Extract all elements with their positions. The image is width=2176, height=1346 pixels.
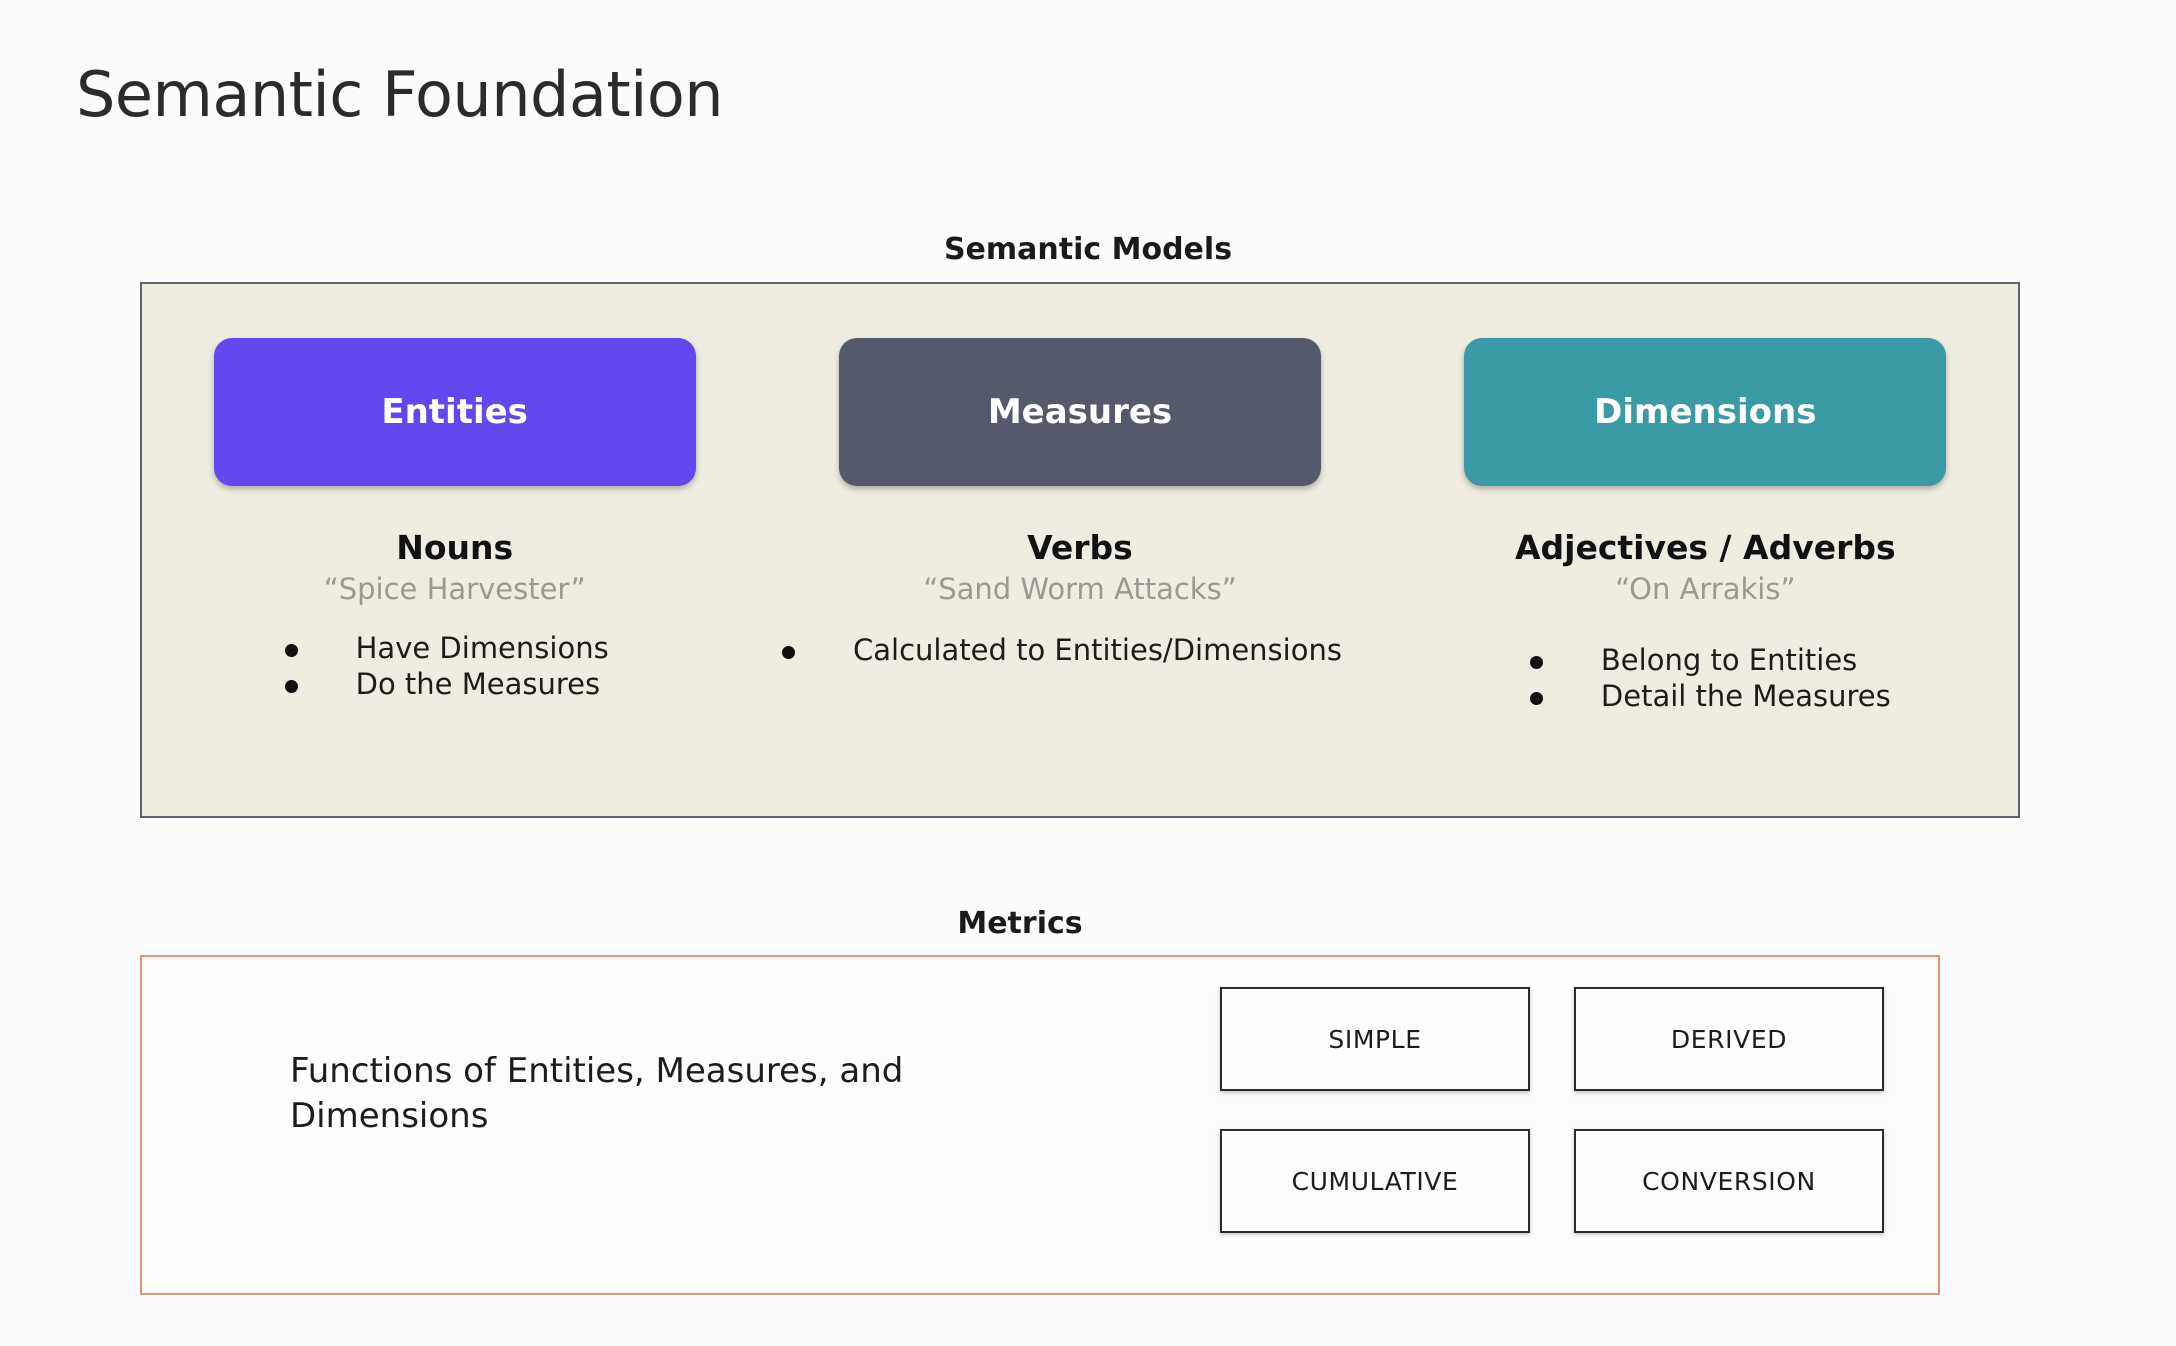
measures-bullet-list: Calculated to Entities/Dimensions <box>782 633 1342 670</box>
list-item: Do the Measures <box>284 666 609 702</box>
semantic-models-panel: Entities Nouns “Spice Harvester” Have Di… <box>140 282 2020 818</box>
list-item: Detail the Measures <box>1529 678 1891 714</box>
page-title: Semantic Foundation <box>76 58 724 131</box>
metric-type-derived[interactable]: DERIVED <box>1574 987 1884 1091</box>
measures-pill[interactable]: Measures <box>838 338 1321 486</box>
metrics-description: Functions of Entities, Measures, and Dim… <box>290 1051 904 1136</box>
dimensions-pill[interactable]: Dimensions <box>1464 338 1947 486</box>
metric-type-simple[interactable]: SIMPLE <box>1220 987 1530 1091</box>
list-item-label: Do the Measures <box>355 666 601 701</box>
bullet-dot-icon <box>782 646 796 659</box>
list-item-label: Belong to Entities <box>1600 643 1858 677</box>
measures-part-of-speech: Verbs <box>1027 528 1133 567</box>
bullet-dot-icon <box>284 644 298 657</box>
semantic-model-column-measures: Measures Verbs “Sand Worm Attacks” Calcu… <box>767 284 1392 670</box>
metric-type-cumulative[interactable]: CUMULATIVE <box>1220 1129 1530 1233</box>
entities-pill[interactable]: Entities <box>213 338 696 486</box>
list-item-label: Calculated to Entities/Dimensions <box>853 633 1342 667</box>
bullet-dot-icon <box>284 679 298 693</box>
semantic-model-column-entities: Entities Nouns “Spice Harvester” Have Di… <box>142 284 767 704</box>
semantic-model-column-dimensions: Dimensions Adjectives / Adverbs “On Arra… <box>1393 284 2018 716</box>
entities-bullet-list: Have Dimensions Do the Measures <box>284 631 609 704</box>
list-item-label: Have Dimensions <box>355 631 609 665</box>
bullet-dot-icon <box>1529 691 1543 705</box>
dimensions-example-quote: “On Arrakis” <box>1615 572 1796 606</box>
dimensions-part-of-speech: Adjectives / Adverbs <box>1514 528 1896 567</box>
list-item: Calculated to Entities/Dimensions <box>782 633 1342 668</box>
entities-example-quote: “Spice Harvester” <box>323 572 586 606</box>
list-item: Belong to Entities <box>1529 643 1891 678</box>
entities-part-of-speech: Nouns <box>396 528 514 567</box>
measures-example-quote: “Sand Worm Attacks” <box>923 572 1237 606</box>
dimensions-bullet-list: Belong to Entities Detail the Measures <box>1529 643 1891 716</box>
semantic-models-heading: Semantic Models <box>943 232 1233 267</box>
list-item-label: Detail the Measures <box>1600 678 1891 713</box>
metric-type-grid: SIMPLE DERIVED CUMULATIVE CONVERSION <box>1220 987 1884 1233</box>
metrics-heading: Metrics <box>957 906 1083 941</box>
metrics-panel: Functions of Entities, Measures, and Dim… <box>140 955 1940 1295</box>
list-item: Have Dimensions <box>284 631 609 666</box>
metric-type-conversion[interactable]: CONVERSION <box>1574 1129 1884 1233</box>
bullet-dot-icon <box>1529 656 1543 669</box>
